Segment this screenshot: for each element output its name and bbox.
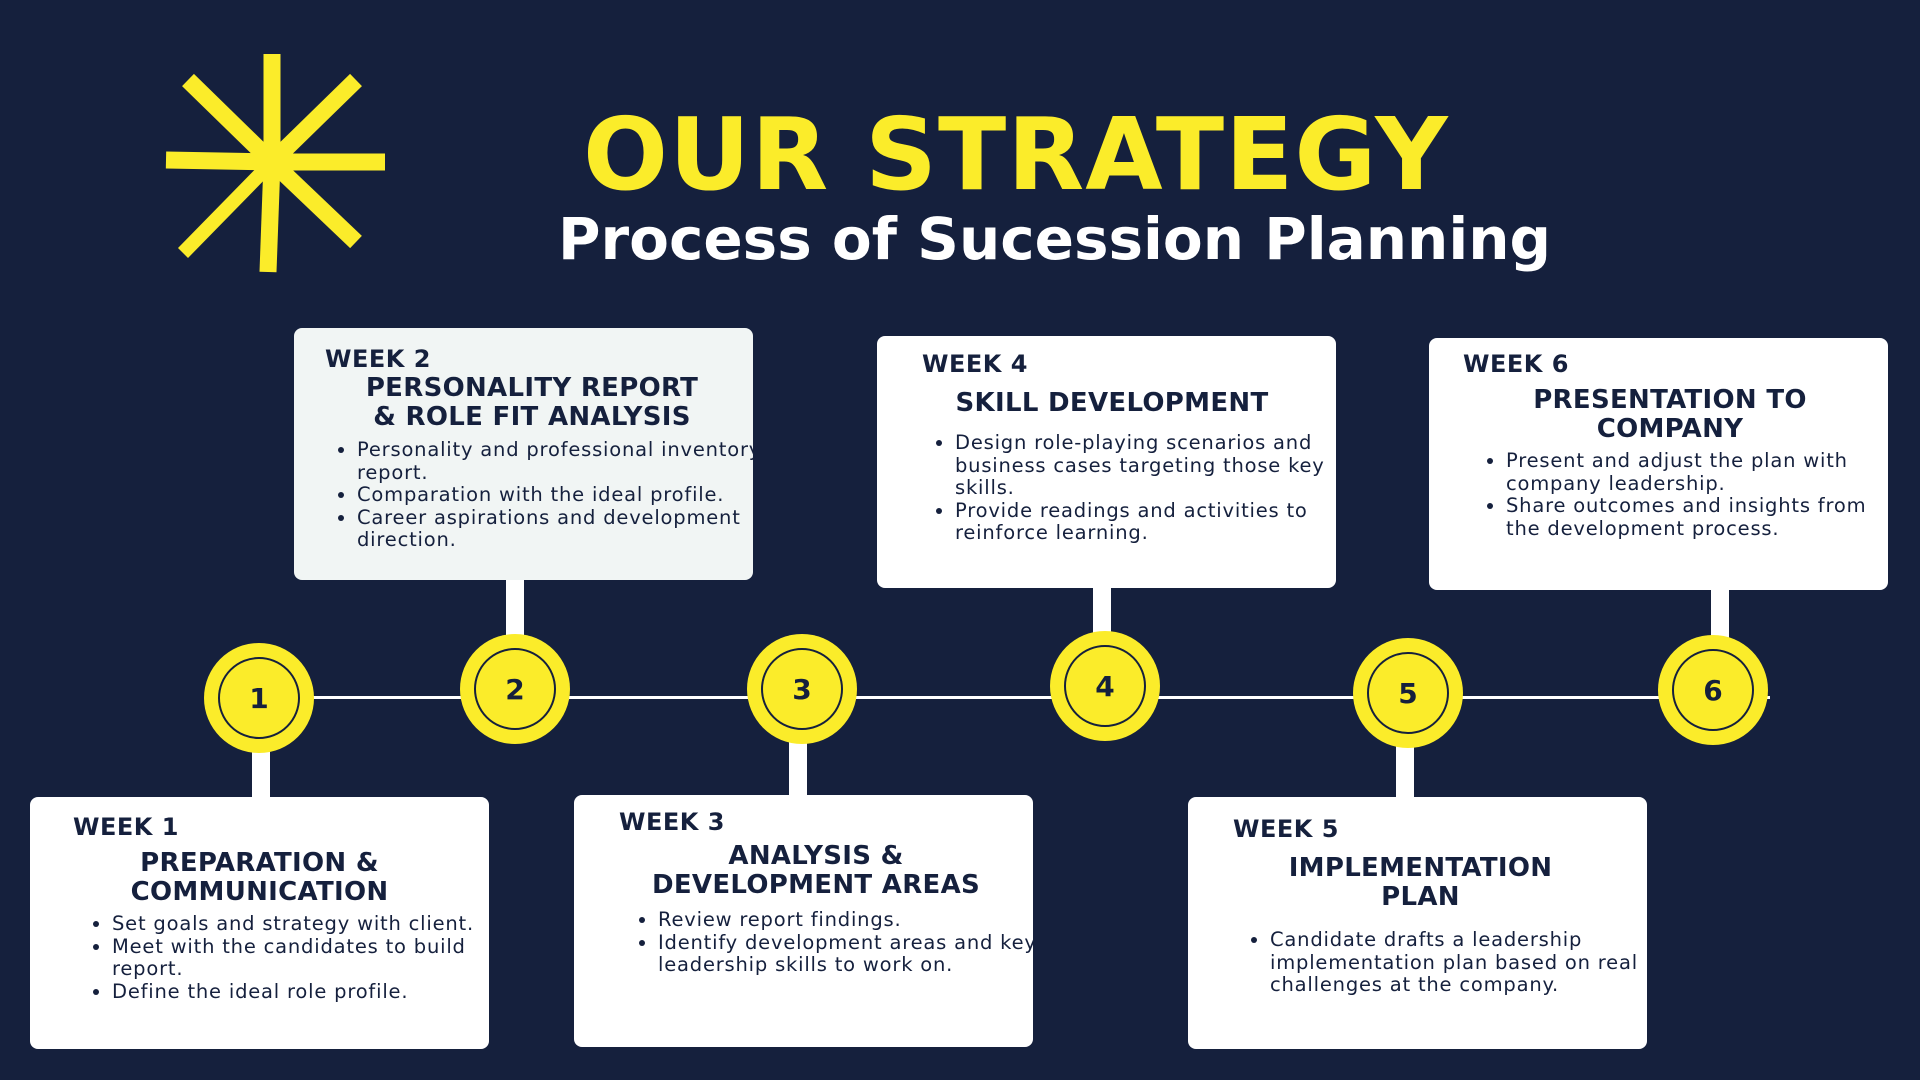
- list-item: Personality and professional inventory r…: [357, 438, 767, 484]
- step-heading: PERSONALITY REPORT& ROLE FIT ANALYSIS: [365, 373, 699, 432]
- list-item: Provide readings and activities to reinf…: [955, 499, 1355, 545]
- list-item: Career aspirations and development direc…: [357, 506, 767, 552]
- list-item: Set goals and strategy with client.: [112, 912, 482, 936]
- step-node-4: 4: [1050, 631, 1160, 741]
- list-item: Meet with the candidates to build report…: [112, 935, 482, 981]
- list-item: Design role-playing scenarios and busine…: [955, 431, 1355, 500]
- step-items: Set goals and strategy with client. Meet…: [90, 912, 482, 1004]
- step-number: 4: [1064, 645, 1146, 727]
- step-items: Candidate drafts a leadership implementa…: [1248, 928, 1655, 997]
- step-number: 2: [474, 648, 556, 730]
- page-title: OUR STRATEGY: [583, 96, 1449, 213]
- step-number: 6: [1672, 649, 1754, 731]
- week-label: WEEK 2: [325, 345, 431, 373]
- week-label: WEEK 5: [1233, 815, 1339, 843]
- step-heading: PREPARATION &COMMUNICATION: [130, 848, 389, 907]
- list-item: Share outcomes and insights from the dev…: [1506, 494, 1901, 540]
- step-node-1: 1: [204, 643, 314, 753]
- page-subtitle: Process of Sucession Planning: [558, 205, 1552, 273]
- stem-5: [1396, 740, 1414, 798]
- list-item: Define the ideal role profile.: [112, 980, 482, 1004]
- list-item: Comparation with the ideal profile.: [357, 483, 767, 507]
- step-items: Review report findings. Identify develop…: [636, 908, 1038, 977]
- week-label: WEEK 6: [1463, 350, 1569, 378]
- step-items: Design role-playing scenarios and busine…: [933, 431, 1355, 545]
- stem-2: [506, 578, 524, 638]
- step-card-week-1: WEEK 1 PREPARATION &COMMUNICATION Set go…: [30, 797, 489, 1049]
- step-items: Personality and professional inventory r…: [335, 438, 767, 552]
- stem-4: [1093, 586, 1111, 634]
- stem-3: [789, 730, 807, 796]
- timeline-line: [258, 696, 1770, 699]
- starburst-icon: [165, 54, 385, 273]
- step-node-2: 2: [460, 634, 570, 744]
- step-node-5: 5: [1353, 638, 1463, 748]
- step-card-week-3: WEEK 3 ANALYSIS &DEVELOPMENT AREAS Revie…: [574, 795, 1036, 1047]
- step-heading: ANALYSIS &DEVELOPMENT AREAS: [651, 841, 981, 900]
- step-card-week-2: WEEK 2 PERSONALITY REPORT& ROLE FIT ANAL…: [294, 328, 760, 580]
- step-heading: SKILL DEVELOPMENT: [955, 388, 1269, 418]
- step-node-3: 3: [747, 634, 857, 744]
- step-card-week-4: WEEK 4 SKILL DEVELOPMENT Design role-pla…: [877, 336, 1336, 588]
- list-item: Present and adjust the plan with company…: [1506, 449, 1901, 495]
- step-node-6: 6: [1658, 635, 1768, 745]
- list-item: Candidate drafts a leadership implementa…: [1270, 928, 1655, 997]
- week-label: WEEK 3: [619, 808, 725, 836]
- step-number: 3: [761, 648, 843, 730]
- stem-6: [1711, 588, 1729, 640]
- step-items: Present and adjust the plan with company…: [1484, 449, 1901, 540]
- week-label: WEEK 4: [922, 350, 1028, 378]
- stem-1: [252, 740, 270, 798]
- week-label: WEEK 1: [73, 813, 179, 841]
- step-number: 1: [218, 657, 300, 739]
- step-number: 5: [1367, 652, 1449, 734]
- list-item: Review report findings.: [658, 908, 1038, 932]
- list-item: Identify development areas and key leade…: [658, 931, 1038, 977]
